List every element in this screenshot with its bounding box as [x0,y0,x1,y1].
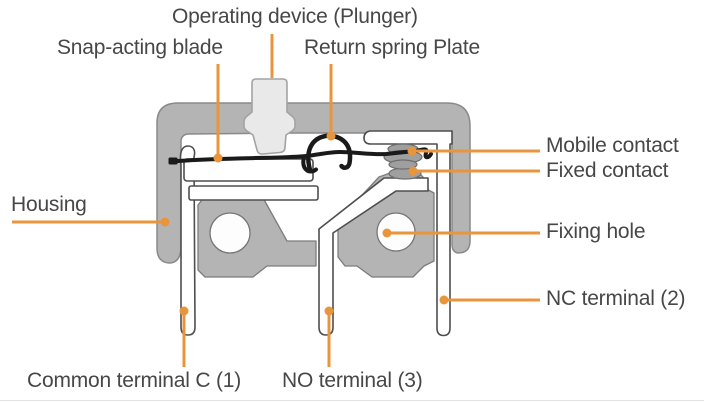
dot-snap-blade [213,153,223,163]
label-common-terminal: Common terminal C (1) [27,369,242,392]
dot-nc-terminal [439,295,449,305]
mobile-contact-disc-bottom [388,159,418,170]
fixing-hole-left [209,212,251,254]
label-return-spring: Return spring Plate [304,36,480,59]
dot-mobile-contact [407,146,417,156]
label-fixed-contact: Fixed contact [546,159,669,182]
blade-support-tray-shape [183,158,314,182]
bottom-divider-line [0,400,704,401]
leader-lines-group [12,34,540,367]
blade-group [170,133,433,174]
lower-ledge-shape [188,185,319,201]
label-snap-acting-blade: Snap-acting blade [57,36,223,59]
dot-no-terminal [324,306,334,316]
label-nc-terminal: NC terminal (2) [546,287,686,310]
label-mobile-contact: Mobile contact [546,134,679,157]
dot-fixing-hole [382,228,392,238]
plunger-shape [243,78,296,155]
label-no-terminal: NO terminal (3) [282,369,423,392]
dot-housing [160,217,170,227]
blade-hook-shape [301,155,318,174]
label-operating-device: Operating device (Plunger) [172,5,418,28]
dot-return-spring [326,131,336,141]
return-spring-shape [306,133,353,173]
no-terminal-shape [318,177,429,336]
label-fixing-hole: Fixing hole [546,220,646,243]
label-housing: Housing [11,193,87,216]
dot-common-terminal [179,306,189,316]
dot-fixed-contact [408,166,418,176]
blade-end-tab [168,157,178,165]
leader-dots-group [160,131,449,316]
